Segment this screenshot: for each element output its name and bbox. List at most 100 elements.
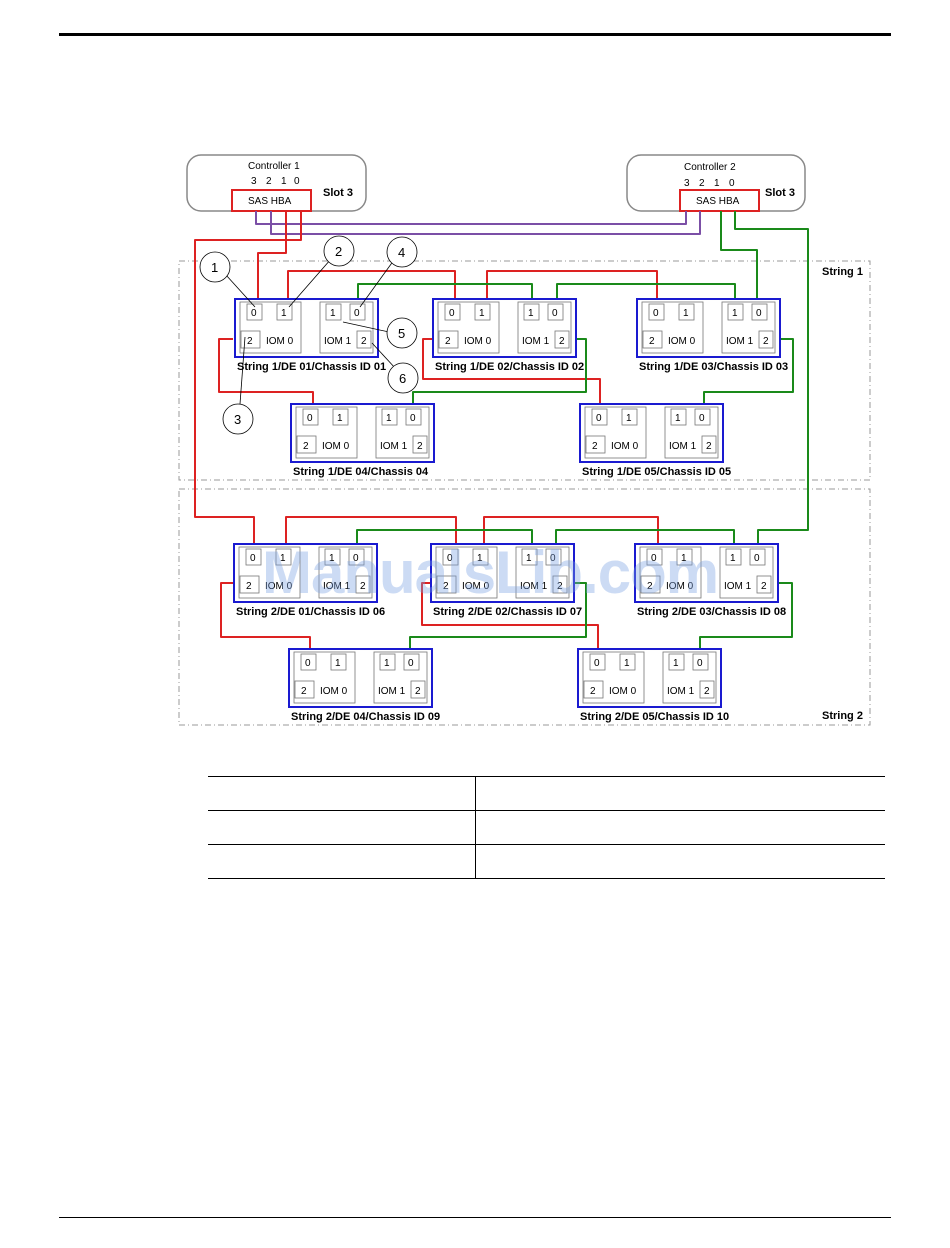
iom-1-port-2-label: 2 bbox=[417, 441, 423, 452]
iom-0-label: IOM 0 bbox=[464, 336, 492, 347]
iom-0-port-2 bbox=[436, 575, 457, 594]
iom-0-port-1-label: 1 bbox=[281, 308, 287, 319]
iom-1-port-b-label: 0 bbox=[552, 308, 558, 319]
iom-1-port-2 bbox=[552, 575, 568, 594]
iom-1-port-a bbox=[670, 408, 687, 426]
iom-1-module bbox=[517, 301, 572, 354]
iom-0-port-0-label: 0 bbox=[447, 553, 453, 564]
table-cell bbox=[475, 844, 885, 879]
callout-6-number: 6 bbox=[399, 371, 406, 386]
iom-1-port-b-label: 0 bbox=[410, 413, 416, 424]
controller-1-port-0: 0 bbox=[294, 176, 300, 187]
iom-0-label: IOM 0 bbox=[462, 581, 490, 592]
iom-0-label: IOM 0 bbox=[668, 336, 696, 347]
table-cell bbox=[208, 810, 476, 845]
iom-1-port-b bbox=[751, 303, 768, 321]
iom-0-module bbox=[238, 546, 301, 599]
iom-1-port-b bbox=[405, 408, 422, 426]
controller-2-port-3: 3 bbox=[684, 178, 690, 189]
iom-0-port-0-label: 0 bbox=[307, 413, 313, 424]
iom-0-port-0 bbox=[442, 548, 459, 566]
iom-0-port-2-label: 2 bbox=[649, 336, 655, 347]
iom-1-port-a bbox=[725, 548, 742, 566]
callout-1-number: 1 bbox=[211, 260, 218, 275]
iom-1-port-a-label: 1 bbox=[386, 413, 392, 424]
iom-0-port-2-label: 2 bbox=[445, 336, 451, 347]
table-row bbox=[208, 776, 885, 811]
iom-0-port-0 bbox=[302, 408, 319, 426]
callout-3-number: 3 bbox=[234, 412, 241, 427]
iom-1-label: IOM 1 bbox=[724, 581, 752, 592]
iom-0-port-2-label: 2 bbox=[590, 686, 596, 697]
iom-1-port-2-label: 2 bbox=[415, 686, 421, 697]
iom-1-port-2-label: 2 bbox=[360, 581, 366, 592]
iom-1-port-2 bbox=[412, 435, 428, 454]
iom-0-port-0-label: 0 bbox=[251, 308, 257, 319]
cable-s1-red-4 bbox=[422, 338, 601, 410]
cable-s2-green-2 bbox=[555, 529, 735, 550]
cable-s2-red-4 bbox=[421, 582, 599, 655]
iom-1-label: IOM 1 bbox=[726, 336, 754, 347]
iom-0-module bbox=[639, 546, 702, 599]
iom-0-port-0 bbox=[591, 408, 608, 426]
enclosure-label: String 1/DE 02/Chassis ID 02 bbox=[435, 361, 584, 373]
iom-0-port-0-label: 0 bbox=[250, 553, 256, 564]
iom-0-port-1 bbox=[275, 548, 292, 566]
iom-0-port-2 bbox=[642, 330, 663, 349]
iom-1-label: IOM 1 bbox=[520, 581, 548, 592]
enclosure-label: String 1/DE 04/Chassis 04 bbox=[293, 466, 429, 478]
iom-1-port-2-label: 2 bbox=[557, 581, 563, 592]
iom-1-port-a bbox=[325, 303, 342, 321]
iom-0-label: IOM 0 bbox=[609, 686, 637, 697]
iom-1-port-b-label: 0 bbox=[756, 308, 762, 319]
enclosure-label: String 2/DE 01/Chassis ID 06 bbox=[236, 606, 385, 618]
callout-2-number: 2 bbox=[335, 244, 342, 259]
iom-1-module bbox=[719, 546, 774, 599]
iom-0-port-1 bbox=[332, 408, 349, 426]
iom-1-port-2 bbox=[699, 680, 715, 699]
iom-0-port-1 bbox=[472, 548, 489, 566]
enclosure-label: String 2/DE 04/Chassis ID 09 bbox=[291, 711, 440, 723]
controller-2-hba-label: SAS HBA bbox=[696, 196, 740, 207]
iom-0-port-2 bbox=[240, 330, 261, 349]
cable-s1-green-3 bbox=[412, 338, 587, 410]
iom-0-label: IOM 0 bbox=[611, 441, 639, 452]
table-row bbox=[208, 844, 885, 879]
iom-0-label: IOM 0 bbox=[265, 581, 293, 592]
iom-1-port-b bbox=[749, 548, 766, 566]
enclosure-label: String 1/DE 05/Chassis ID 05 bbox=[582, 466, 731, 478]
iom-1-port-2-label: 2 bbox=[761, 581, 767, 592]
iom-0-port-2 bbox=[239, 575, 260, 594]
iom-1-label: IOM 1 bbox=[324, 336, 352, 347]
iom-0-port-1 bbox=[474, 303, 491, 321]
iom-1-port-b-label: 0 bbox=[353, 553, 359, 564]
cable-s2-red-1 bbox=[285, 516, 457, 550]
iom-0-port-2-label: 2 bbox=[301, 686, 307, 697]
iom-0-label: IOM 0 bbox=[266, 336, 294, 347]
controller-1-port-1: 1 bbox=[281, 176, 287, 187]
iom-0-module bbox=[295, 406, 358, 459]
cable-s2-green-3 bbox=[409, 582, 587, 655]
iom-0-port-1 bbox=[619, 653, 636, 671]
controller-2-port-1: 1 bbox=[714, 178, 720, 189]
iom-1-port-b bbox=[348, 548, 365, 566]
iom-0-port-1-label: 1 bbox=[335, 658, 341, 669]
iom-1-port-b-label: 0 bbox=[754, 553, 760, 564]
enclosure-label: String 1/DE 03/Chassis ID 03 bbox=[639, 361, 788, 373]
iom-0-port-2 bbox=[294, 680, 315, 699]
callout-1 bbox=[199, 251, 231, 283]
iom-1-port-2-label: 2 bbox=[763, 336, 769, 347]
iom-1-port-b-label: 0 bbox=[550, 553, 556, 564]
callout-3 bbox=[222, 403, 254, 435]
callout-5 bbox=[386, 317, 418, 349]
iom-0-port-2-label: 2 bbox=[247, 336, 253, 347]
cable-s1-red-2 bbox=[486, 270, 658, 305]
iom-1-port-a-label: 1 bbox=[730, 553, 736, 564]
iom-0-port-1-label: 1 bbox=[337, 413, 343, 424]
